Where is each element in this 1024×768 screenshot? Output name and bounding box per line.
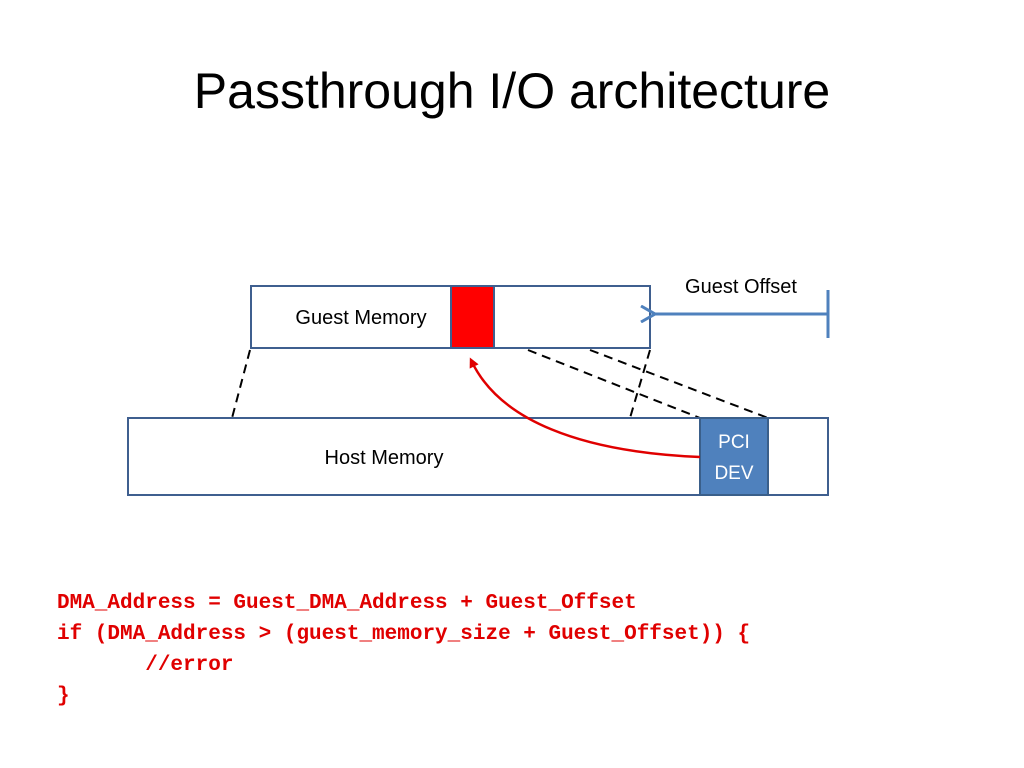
pci-dev-label-line1: PCI [718, 432, 750, 453]
dma-arrow [469, 357, 701, 459]
pci-dev-box [699, 417, 769, 496]
code-line: DMA_Address = Guest_DMA_Address + Guest_… [57, 592, 637, 615]
code-line: //error [57, 654, 234, 677]
code-line: } [57, 685, 70, 708]
mapping-line-dev-2 [589, 349, 769, 419]
mapping-line-left [231, 349, 251, 419]
guest-offset-label: Guest Offset [685, 276, 797, 298]
host-memory-label: Host Memory [325, 447, 444, 469]
code-line: if (DMA_Address > (guest_memory_size + G… [57, 623, 751, 646]
code-block: DMA_Address = Guest_DMA_Address + Guest_… [57, 588, 750, 712]
slide-title: Passthrough I/O architecture [193, 63, 831, 119]
mapping-line-dev-1 [527, 349, 701, 419]
mapping-line-right [629, 349, 651, 419]
pci-dev-label-line2: DEV [714, 463, 753, 484]
guest-memory-label: Guest Memory [295, 307, 426, 329]
guest-memory-highlight [450, 285, 495, 349]
mapping-lines [231, 349, 769, 419]
